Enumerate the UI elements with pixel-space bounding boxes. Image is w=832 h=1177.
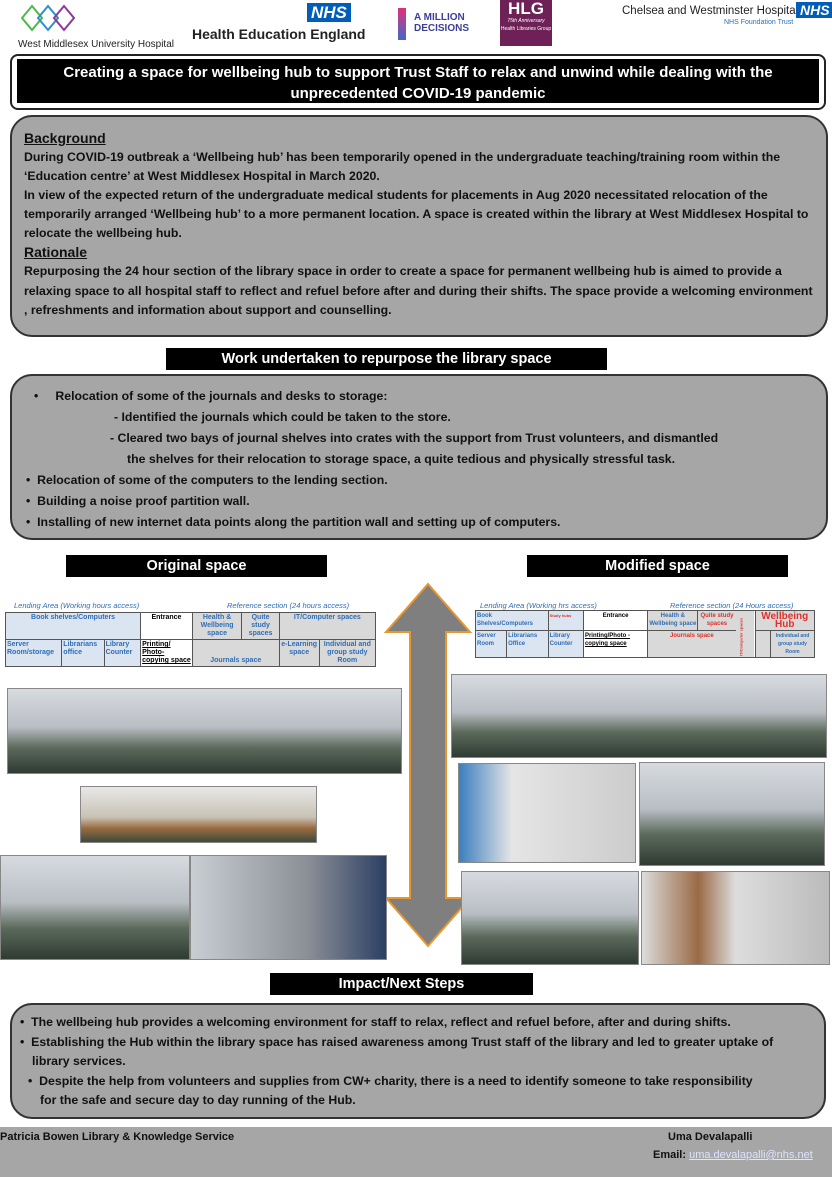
plan-cell: Book shelves/Computers <box>4 612 142 640</box>
item-text: Building a noise proof partition wall. <box>37 494 250 508</box>
wellbeing-hub-panorama-photo <box>451 674 827 758</box>
plan-cell: Library Counter <box>547 630 584 658</box>
million-decisions-logo: A MILLION DECISIONS <box>414 12 470 34</box>
list-item: • Building a noise proof partition wall. <box>26 494 250 508</box>
modified-space-heading: Modified space <box>527 555 788 577</box>
hee-logo-text: Health Education England <box>192 26 366 42</box>
dna-icon <box>398 8 406 40</box>
plan-cell: Printing/Photo - copying space <box>582 630 649 658</box>
list-item: • Relocation of some of the computers to… <box>26 473 388 487</box>
list-item: • The wellbeing hub provides a welcoming… <box>20 1015 731 1029</box>
double-arrow-icon <box>384 582 472 948</box>
hlg-sub: 75th Anniversary <box>507 18 545 24</box>
impact-panel: • The wellbeing hub provides a welcoming… <box>10 1003 826 1119</box>
plan-cell: Individual and group study Room <box>318 639 377 667</box>
plan-cell: Health & Wellbeing space <box>647 610 699 631</box>
poster-title: Creating a space for wellbeing hub to su… <box>16 58 820 104</box>
hlg-sub2: Health Libraries Group <box>500 26 552 32</box>
original-floor-plan: Book shelves/Computers Entrance Health &… <box>4 612 377 667</box>
plan-cell: e-Learning space <box>278 639 320 667</box>
list-item: - Cleared two bays of journal shelves in… <box>110 431 719 445</box>
nhs-badge: NHS <box>307 3 351 22</box>
plan-cell: Librarians Office <box>506 630 549 658</box>
plan-cell: Quite study spaces <box>697 610 737 631</box>
plan-cell: Library Counter <box>103 639 142 667</box>
email-link[interactable]: uma.devalapalli@nhs.net <box>689 1149 813 1161</box>
plan-cell: Health & Wellbeing space <box>191 612 243 640</box>
background-paragraph: In view of the expected return of the un… <box>24 188 809 240</box>
background-heading: Background <box>24 130 106 146</box>
nhs-badge-2: NHS <box>796 2 832 18</box>
list-item: the shelves for their relocation to stor… <box>127 452 676 466</box>
hlg-text: HLG <box>508 0 544 18</box>
plan-cell: Quite study spaces <box>241 612 280 640</box>
rationale-paragraph: Repurposing the 24 hour section of the l… <box>24 264 813 317</box>
partition-wall-photo <box>641 871 830 965</box>
plan-cell: Individual and group study Room <box>770 630 815 658</box>
list-item: • Relocation of some of the journals and… <box>34 389 388 403</box>
item-text: Installing of new internet data points a… <box>37 515 561 529</box>
item-text: Relocation of some of the computers to t… <box>37 473 388 487</box>
wellbeing-hub-cell: Wellbeing Hub <box>754 610 815 631</box>
list-item: • Despite the help from volunteers and s… <box>28 1073 753 1108</box>
plan-cell: Printing/ Photo-copying space <box>140 639 193 667</box>
plan-cell: IT/Computer spaces <box>736 610 755 658</box>
foundation-trust: NHS Foundation Trust <box>724 19 794 26</box>
title-frame <box>10 54 826 110</box>
item-text: Relocation of some of the journals and d… <box>55 389 388 403</box>
background-panel: Background During COVID-19 outbreak a ‘W… <box>10 115 828 337</box>
original-computer-area-photo <box>0 855 190 960</box>
list-item: • Installing of new internet data points… <box>26 515 561 529</box>
work-panel: • Relocation of some of the journals and… <box>10 374 828 540</box>
plan-cell: Journals space <box>191 639 280 667</box>
work-heading: Work undertaken to repurpose the library… <box>166 348 607 370</box>
item-text: The wellbeing hub provides a welcoming e… <box>31 1015 731 1029</box>
original-space-heading: Original space <box>66 555 327 577</box>
list-item: - Identified the journals which could be… <box>114 410 451 424</box>
background-paragraph: During COVID-19 outbreak a ‘Wellbeing hu… <box>24 150 781 183</box>
hlg-logo: HLG 75th Anniversary Health Libraries Gr… <box>500 0 552 46</box>
west-middlesex-logo: West Middlesex University Hospital <box>18 2 174 50</box>
modified-floor-plan: Book Shelves/Computers Study hubs Entran… <box>474 610 815 658</box>
original-journal-shelves-photo <box>190 855 387 960</box>
author-name: Uma Devalapalli <box>668 1131 753 1143</box>
plan-cell: Book Shelves/Computers <box>475 610 549 631</box>
plan-cell: Server Room <box>474 630 508 658</box>
reference-caption: Reference section (24 hours access) <box>227 601 350 610</box>
plan-cell: IT/Computer spaces <box>278 612 377 640</box>
impact-heading: Impact/Next Steps <box>270 973 533 995</box>
reference-caption: Reference section (24 Hours access) <box>670 601 794 610</box>
item-text: Establishing the Hub within the library … <box>31 1034 774 1069</box>
email-line: Email: uma.devalapalli@nhs.net <box>653 1149 813 1161</box>
rationale-heading: Rationale <box>24 244 88 260</box>
plan-cell: Librarians office <box>61 639 105 667</box>
plan-cell: Study hubs <box>547 610 584 631</box>
plan-cell: Entrance <box>140 612 193 640</box>
original-library-panorama-photo <box>7 688 402 774</box>
email-label: Email: <box>653 1149 687 1161</box>
list-item: • Establishing the Hub within the librar… <box>20 1034 774 1069</box>
footer: Patricia Bowen Library & Knowledge Servi… <box>0 1127 832 1177</box>
lending-caption: Lending Area (Working hours access) <box>14 601 140 610</box>
plan-cell: Server Room/storage <box>4 639 63 667</box>
chelwest-name: Chelsea and Westminster Hospital <box>622 5 799 17</box>
diamonds-logo-icon <box>20 4 76 32</box>
library-service-name: Patricia Bowen Library & Knowledge Servi… <box>0 1131 235 1143</box>
item-text: Despite the help from volunteers and sup… <box>39 1073 753 1108</box>
plan-cell: Journals space <box>647 630 737 658</box>
plan-cell: Entrance <box>582 610 649 631</box>
logo-text: West Middlesex University Hospital <box>18 39 174 50</box>
wellbeing-hub-corner-photo <box>458 763 636 863</box>
relocated-computers-photo <box>461 871 639 965</box>
lending-caption: Lending Area (Working hrs access) <box>480 601 597 610</box>
original-study-tables-photo <box>80 786 317 843</box>
wellbeing-hub-refreshments-photo <box>639 762 825 866</box>
